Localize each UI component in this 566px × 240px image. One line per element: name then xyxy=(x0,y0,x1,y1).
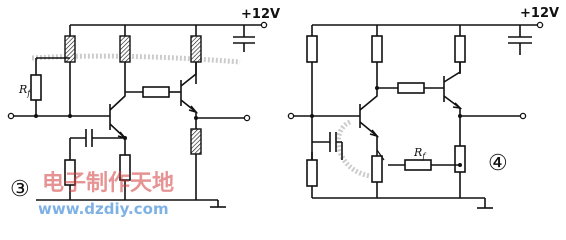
input-terminal-3 xyxy=(7,112,15,120)
supply-label-3: +12V xyxy=(241,7,280,22)
transistor-q1-collector-4 xyxy=(359,88,378,111)
transistor-q1-emitter-4 xyxy=(359,121,378,152)
collector-resistor-q1-3 xyxy=(119,35,131,63)
transistor-q2-emitter-4 xyxy=(443,95,461,146)
collector-resistor-q2-3 xyxy=(190,35,202,63)
diagram-3: +12V Rf xyxy=(7,7,280,208)
watermark-line1: 电子制作天地 xyxy=(42,171,174,196)
output-terminal-4 xyxy=(519,112,527,120)
bias-resistor-4 xyxy=(306,35,318,63)
lower-bias-resistor-4 xyxy=(306,159,318,187)
supply-terminal-4 xyxy=(536,21,544,29)
emitter-resistor-q2-3 xyxy=(190,128,202,155)
diagram-4: +12V xyxy=(287,6,559,209)
transistor-q2-collector-3 xyxy=(180,62,197,87)
watermark-line2: www.dzdiy.com xyxy=(38,200,169,218)
rf-resistor-3 xyxy=(30,74,42,101)
bypass-capacitor-3 xyxy=(85,129,93,147)
rf-label-4: Rf xyxy=(413,146,427,161)
collector-resistor-q1-4 xyxy=(371,35,383,63)
diagram-number-4: ④ xyxy=(488,151,508,176)
circuit-diagram-figure: +12V Rf xyxy=(7,6,559,218)
rf-resistor-4 xyxy=(404,159,432,171)
transistor-q1-collector-3 xyxy=(109,92,126,111)
watermark-text: 电子制作天地 xyxy=(42,171,174,196)
supply-label-4: +12V xyxy=(520,6,559,21)
supply-terminal-3 xyxy=(260,21,268,29)
input-terminal-4 xyxy=(287,112,295,120)
collector-resistor-q2-4 xyxy=(454,35,466,63)
circuit-svg: +12V Rf xyxy=(7,6,559,218)
emitter-resistor-q1-4 xyxy=(371,155,383,183)
diagram-number-3: ③ xyxy=(10,177,30,202)
coupling-resistor-3 xyxy=(142,86,170,98)
transistor-q2-collector-4 xyxy=(443,62,461,83)
coupling-resistor-4 xyxy=(397,82,425,94)
watermark: 电子制作天地 www.dzdiy.com xyxy=(38,171,174,218)
supply-capacitor-3 xyxy=(233,36,255,44)
supply-capacitor-4 xyxy=(508,36,532,44)
trace-artifact-3 xyxy=(31,53,241,65)
emitter-resistor-q2-4 xyxy=(454,145,466,173)
bypass-capacitor-4 xyxy=(329,132,337,152)
transistor-q2-emitter-3 xyxy=(180,99,197,129)
output-terminal-3 xyxy=(243,114,251,122)
rf-label-3: Rf xyxy=(18,83,32,98)
